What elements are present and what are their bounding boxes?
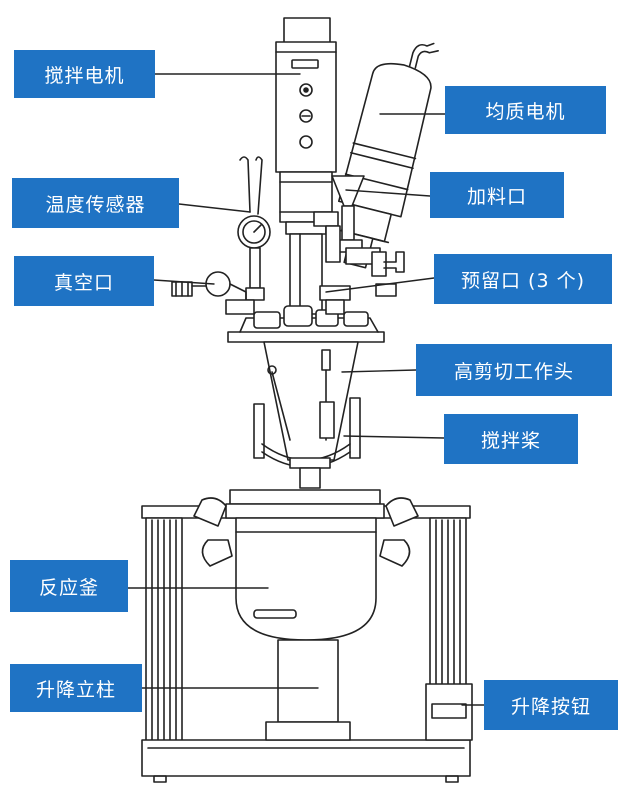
label-vacuum-port: 真空口 bbox=[14, 256, 154, 306]
label-reserved-ports: 预留口 (3 个) bbox=[434, 254, 612, 304]
shear-head-drawing bbox=[263, 341, 359, 461]
label-reactor: 反应釜 bbox=[10, 560, 128, 612]
label-stir-motor: 搅拌电机 bbox=[14, 50, 155, 98]
label-lift-column: 升降立柱 bbox=[10, 664, 142, 712]
label-homogenizer-motor: 均质电机 bbox=[445, 86, 606, 134]
stirring-paddle-drawing bbox=[253, 397, 361, 489]
lift-button-drawing bbox=[425, 683, 473, 741]
label-shear-head: 高剪切工作头 bbox=[416, 344, 612, 396]
label-lift-button: 升降按钮 bbox=[484, 680, 618, 730]
label-stirring-paddle: 搅拌桨 bbox=[444, 414, 578, 464]
leader-lines bbox=[127, 73, 485, 706]
label-temperature-sensor: 温度传感器 bbox=[12, 178, 179, 228]
lift-column-drawing bbox=[265, 639, 351, 741]
label-feed-port: 加料口 bbox=[430, 172, 564, 218]
reactor-vessel-drawing bbox=[193, 489, 419, 641]
stir-motor-drawing bbox=[275, 17, 337, 315]
couplings-drawing bbox=[313, 211, 405, 297]
vacuum-port-drawing bbox=[171, 271, 255, 315]
temperature-sensor-drawing bbox=[237, 156, 271, 301]
